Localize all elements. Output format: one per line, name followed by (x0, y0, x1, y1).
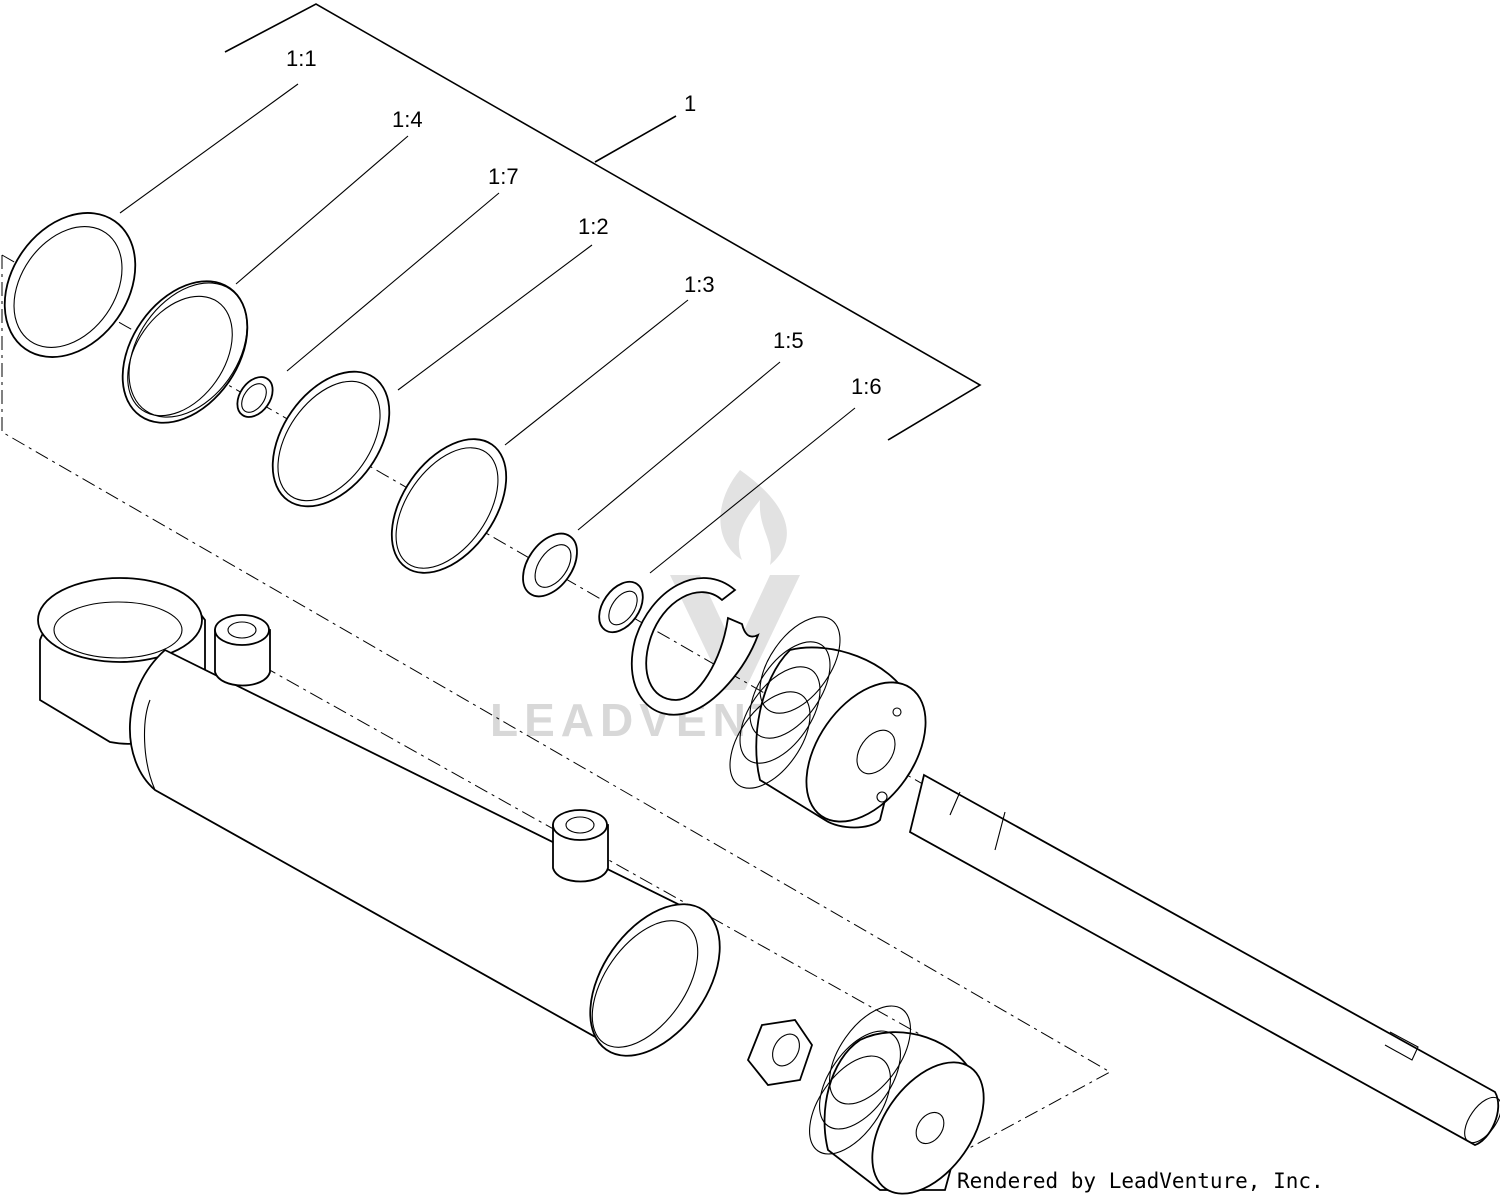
callout-1-6: 1:6 (851, 374, 882, 399)
callout-labels: 1:1 1:4 1:7 1:2 1:3 1:5 1:6 (286, 46, 882, 399)
cylinder-barrel (37, 577, 721, 1057)
part-1-1-wiper-ring (3, 212, 137, 358)
snap-ring (630, 577, 760, 716)
render-credit: Rendered by LeadVenture, Inc. (957, 1169, 1324, 1193)
part-1-3-backup-ring (390, 438, 508, 574)
part-1-7-o-ring-small (236, 376, 274, 418)
assembly-bracket: 1 (224, 3, 982, 441)
part-1-4-rod-seal (121, 280, 249, 424)
part-1-2-o-ring-large (271, 370, 391, 508)
end-cap (809, 1005, 985, 1195)
piston-head (729, 616, 927, 829)
callout-1-2: 1:2 (578, 214, 609, 239)
hex-nut (746, 1019, 813, 1086)
seal-parts (3, 212, 760, 716)
callout-1-1: 1:1 (286, 46, 317, 71)
callout-1-5: 1:5 (773, 328, 804, 353)
callout-1-4: 1:4 (392, 107, 423, 132)
callout-1-7: 1:7 (488, 164, 519, 189)
callout-1-3: 1:3 (684, 272, 715, 297)
part-1-6-washer (598, 580, 644, 634)
part-1-5-bushing (522, 532, 578, 598)
callout-1: 1 (684, 91, 696, 116)
piston-rod (908, 773, 1500, 1146)
leader-lines (119, 83, 856, 574)
